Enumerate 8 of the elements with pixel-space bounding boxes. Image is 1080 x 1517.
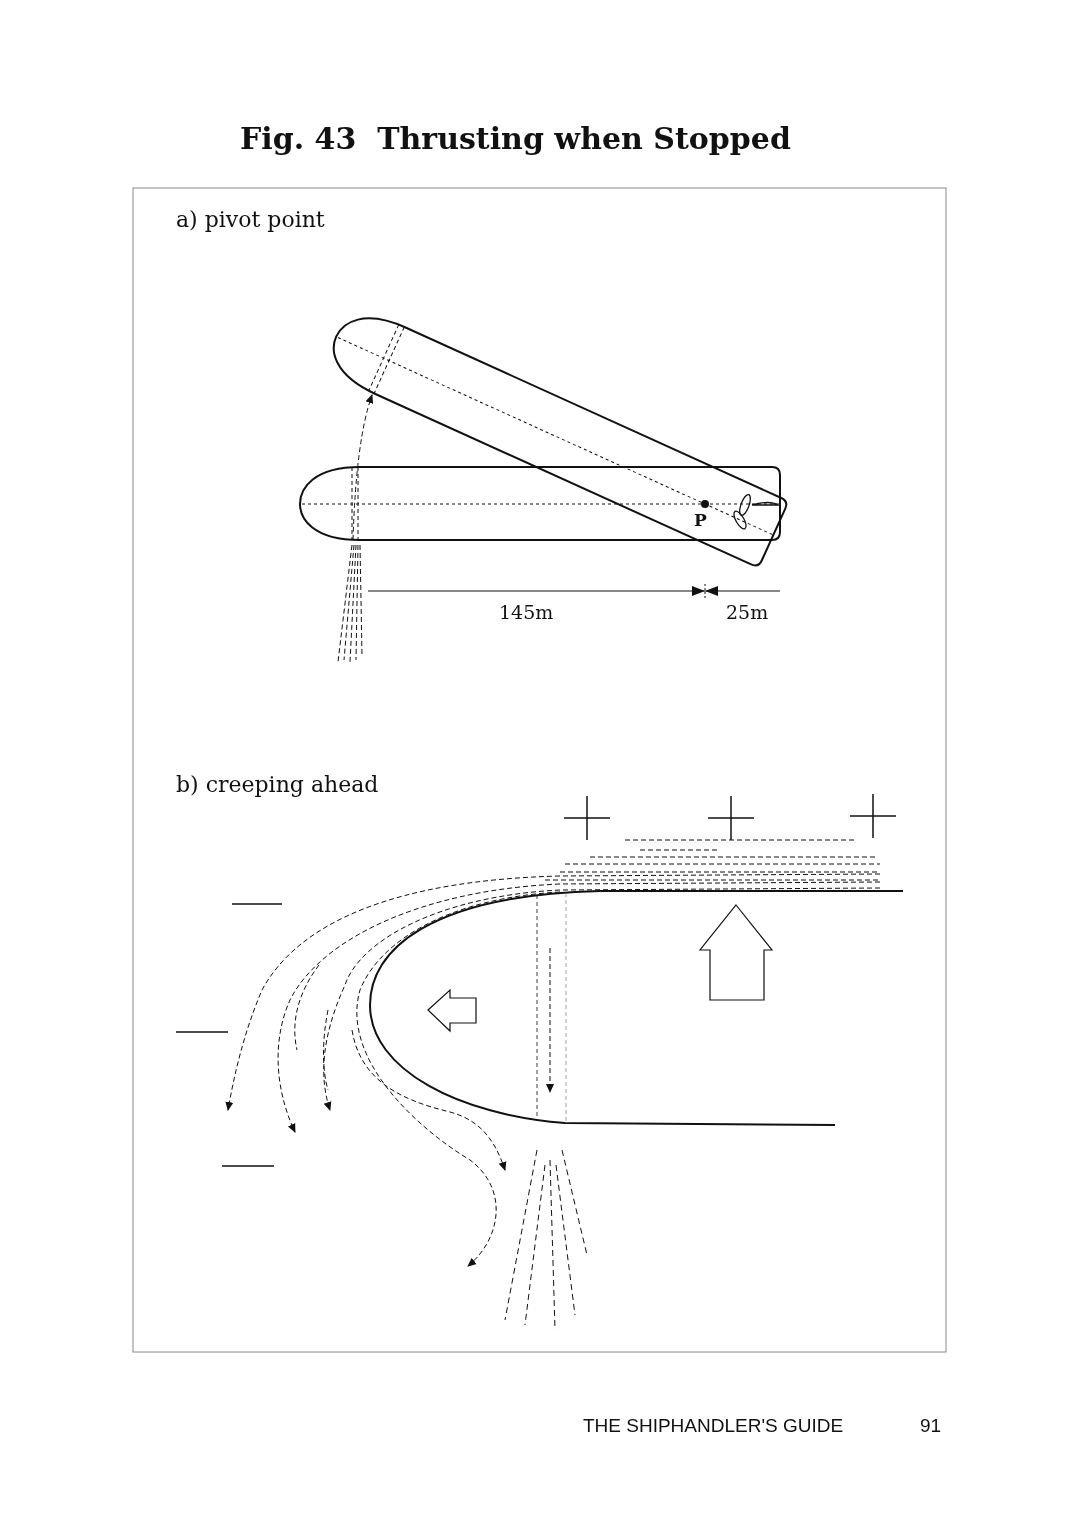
dimension-label: 145m: [499, 602, 554, 623]
figure-title: Fig. 43 Thrusting when Stopped: [240, 122, 791, 155]
page-footer: THE SHIPHANDLER'S GUIDE: [583, 1416, 844, 1437]
panel-heading: b) creeping ahead: [176, 773, 379, 798]
point-label: P: [694, 511, 707, 530]
dimension-label: 25m: [726, 602, 769, 623]
panel-heading: a) pivot point: [176, 208, 325, 233]
page-number: 91: [920, 1416, 942, 1437]
